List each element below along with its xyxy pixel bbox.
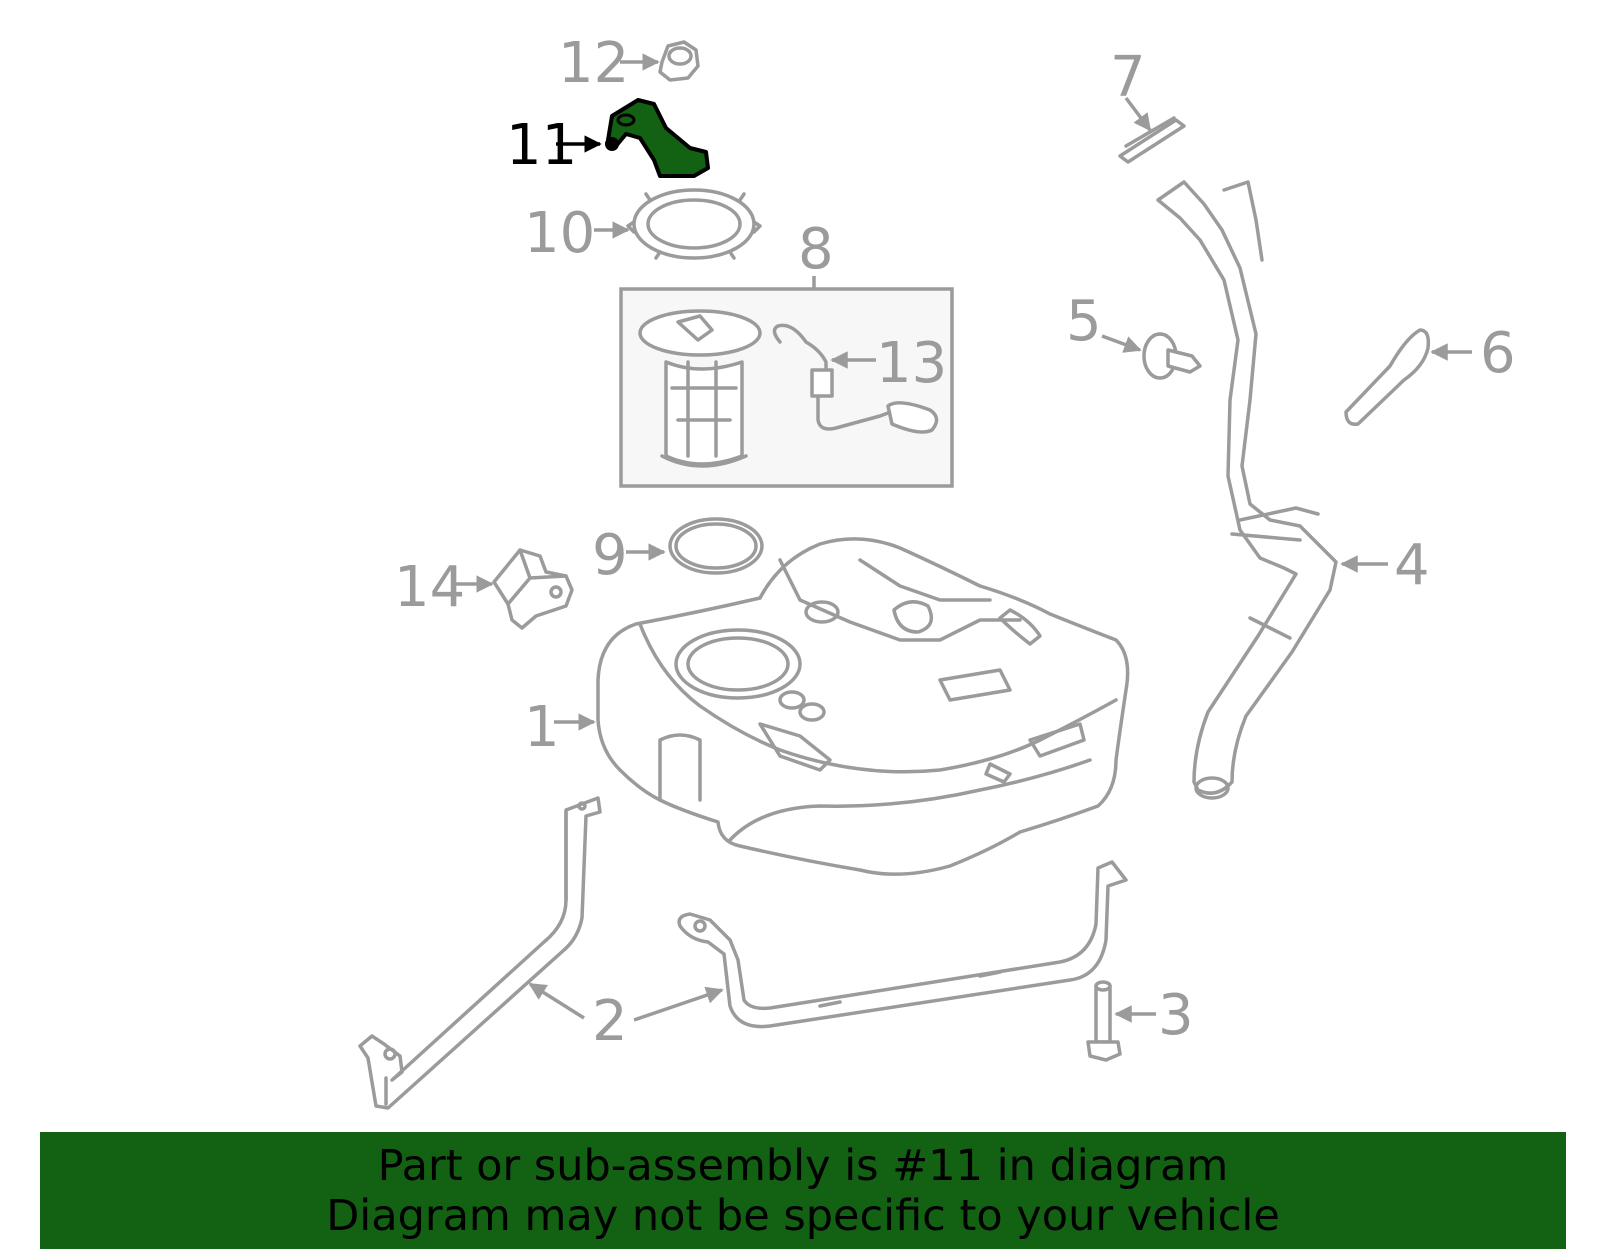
part-10-lock-ring[interactable]	[626, 188, 762, 260]
callout-1: 1	[524, 695, 560, 760]
callout-2: 2	[592, 989, 628, 1054]
callout-7: 7	[1110, 45, 1146, 110]
banner-line-2: Diagram may not be specific to your vehi…	[326, 1190, 1280, 1241]
callout-13: 13	[876, 331, 947, 396]
info-banner: Part or sub-assembly is #11 in diagram D…	[40, 1132, 1566, 1249]
part-12-nut[interactable]	[658, 40, 700, 82]
part-2-tank-straps[interactable]	[358, 796, 1128, 1110]
banner-line-1: Part or sub-assembly is #11 in diagram	[377, 1140, 1229, 1191]
part-7-seal[interactable]	[1118, 116, 1186, 164]
callout-12: 12	[558, 31, 629, 96]
leader-2b	[633, 986, 724, 1022]
callout-10: 10	[524, 201, 595, 266]
part-6-vent-hose[interactable]	[1344, 328, 1431, 426]
callout-3: 3	[1158, 983, 1194, 1048]
callout-6: 6	[1480, 321, 1516, 386]
leader-7	[1124, 96, 1152, 132]
leader-5	[1101, 334, 1142, 353]
part-3-bolt[interactable]	[1086, 980, 1122, 1062]
callout-14: 14	[394, 555, 465, 620]
part-4-filler-pipe[interactable]	[1156, 180, 1338, 800]
part-13-fuel-level-sender[interactable]	[772, 323, 939, 434]
part-8-fuel-pump-assembly[interactable]	[619, 276, 954, 488]
callout-9: 9	[592, 523, 628, 588]
part-14-bracket[interactable]	[492, 548, 574, 630]
part-11-bracket[interactable]	[605, 98, 710, 178]
part-1-fuel-tank[interactable]	[596, 537, 1130, 876]
callout-4: 4	[1394, 533, 1430, 598]
callout-5: 5	[1066, 289, 1102, 354]
callout-8: 8	[798, 217, 834, 282]
part-5-clip[interactable]	[1142, 332, 1202, 380]
callout-11: 11	[506, 113, 577, 178]
part-9-gasket[interactable]	[668, 517, 764, 575]
leader-2a	[528, 982, 585, 1020]
